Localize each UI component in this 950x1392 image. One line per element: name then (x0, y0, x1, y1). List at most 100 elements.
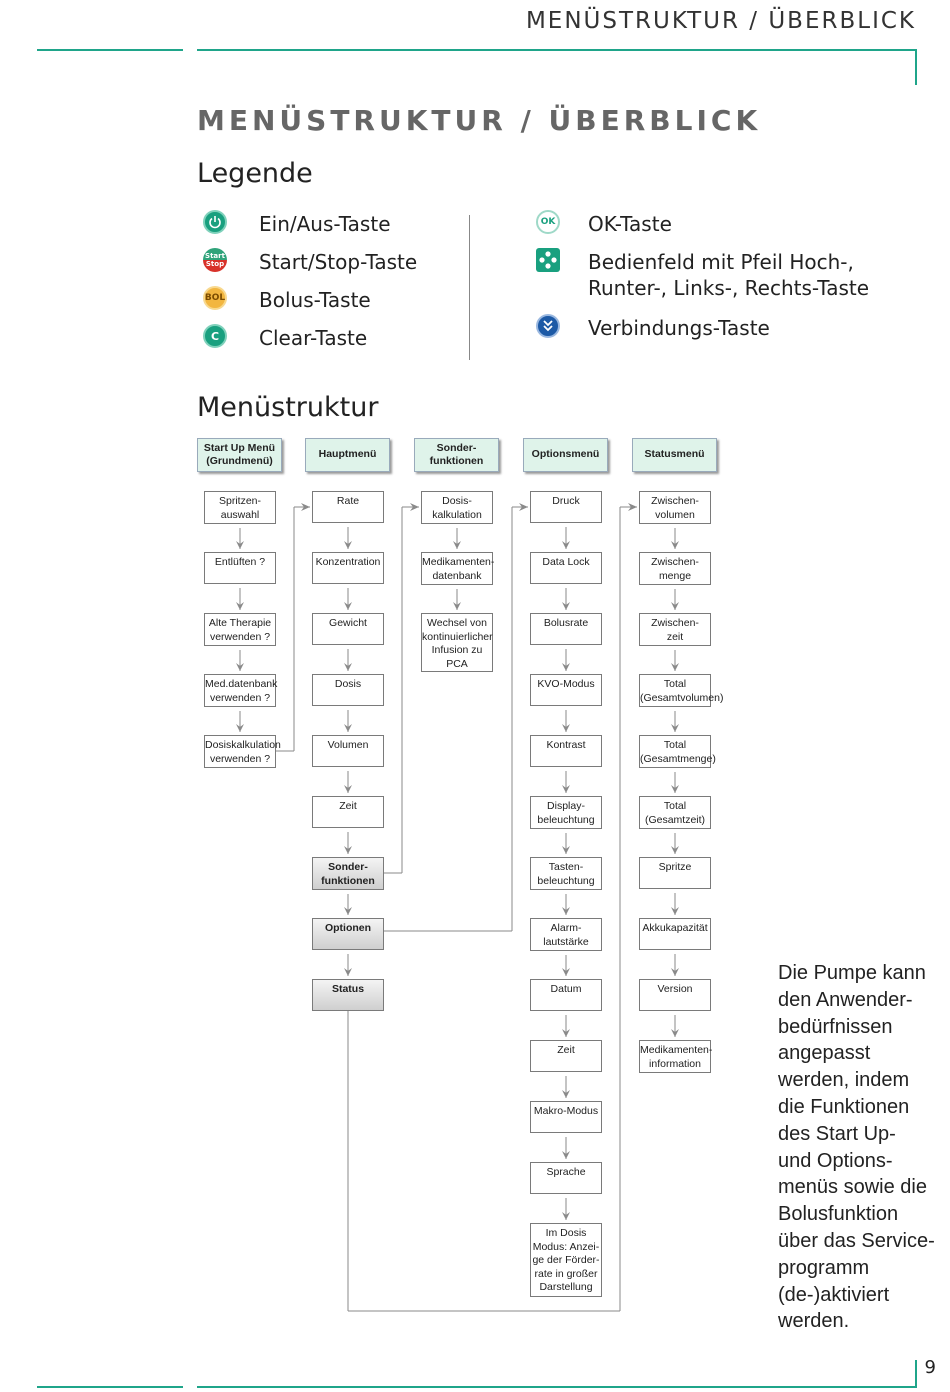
menu-item-box-text: Darstellung (539, 1281, 593, 1293)
side-note-line: menüs sowie die (778, 1176, 927, 1199)
menu-item-box: Akkukapazität (639, 918, 711, 950)
arrow-pad-icon (536, 248, 560, 272)
header-rule-left (37, 49, 183, 51)
menu-item-box-text: Infusion zu PCA (431, 644, 483, 670)
arrow-head (344, 724, 352, 732)
side-note-line: (de-)aktiviert (778, 1283, 890, 1306)
menu-item-box: Spritze (639, 857, 711, 889)
legend-heading: Legende (197, 158, 313, 189)
column-header-text: Start Up Menü (203, 441, 276, 454)
menu-item-box-text: ge der Förder- (532, 1254, 600, 1266)
menu-item-box-text: Spritze (658, 861, 692, 873)
menu-item-box-text: verwenden ? (209, 630, 271, 643)
menu-item-box: Spritzen-auswahl (204, 491, 276, 524)
menu-item-box-text: Zwischen- (651, 556, 699, 568)
menu-item-box-text: Sonder- (328, 861, 368, 873)
menu-item-box-text: Status (331, 983, 365, 995)
menu-item-box: Zwischen-menge (639, 552, 711, 585)
ok-icon: OK (536, 210, 560, 234)
arrow-head (236, 541, 244, 549)
arrow-head (562, 1151, 570, 1159)
menu-item-box-text: Spritzen- (218, 495, 261, 507)
arrow-head (562, 1212, 570, 1220)
menu-item-box-text: Medikamenten- (640, 1044, 713, 1056)
menu-item-box-text: beleuchtung (537, 813, 595, 826)
menu-item-box-text: Wechsel von (427, 617, 487, 629)
menu-item-box-text: Datum (550, 983, 582, 995)
arrow-head (562, 846, 570, 854)
menu-item-box-text: kalkulation (432, 508, 482, 521)
menu-item-box: Optionen (312, 918, 384, 950)
menu-item-box: Medikamenten-information (639, 1040, 713, 1073)
menu-item-box-text: verwenden ? (209, 691, 271, 704)
menu-item-box-text: Version (657, 983, 693, 995)
menu-item-box: Medikamenten-datenbank (421, 552, 494, 585)
column-header-text: Hauptmenü (318, 448, 377, 461)
legend-label-arrow-pad-line2: Runter-, Links-, Rechts-Taste (588, 276, 870, 300)
arrow-head (344, 541, 352, 549)
arrow-head (671, 968, 679, 976)
menu-item-box: Druck (530, 491, 602, 523)
side-note-line: des Start Up- (778, 1122, 896, 1145)
menu-item-box-text: Alarm- (550, 922, 582, 934)
connection-icon (536, 314, 560, 338)
menu-item-box: Zwischen-volumen (639, 491, 711, 524)
menu-item-box-text: Total (663, 800, 687, 812)
menu-item-box-text: verwenden ? (209, 752, 271, 765)
side-note-line: die Funktionen (778, 1095, 910, 1118)
start-stop-icon-text-start: Start (205, 252, 225, 260)
menu-item-box-text: Total (663, 678, 687, 690)
menu-item-box-text: Im Dosis (545, 1227, 587, 1239)
arrow-head (562, 1029, 570, 1037)
clear-icon: C (203, 324, 227, 348)
legend-label-connection: Verbindungs-Taste (588, 316, 770, 340)
arrow-head (344, 602, 352, 610)
arrow-head (344, 968, 352, 976)
running-header-title: MENÜSTRUKTUR / ÜBERBLICK (525, 8, 916, 34)
menu-item-box-text: information (649, 1057, 701, 1070)
arrow-head (344, 907, 352, 915)
menu-item-box-text: menge (658, 569, 692, 582)
arrow-head (628, 503, 637, 511)
start-stop-icon-text-stop: Stop (205, 260, 225, 268)
column-header: Start Up Menü(Grundmenü) (197, 438, 282, 472)
menu-item-box-text: datenbank (432, 569, 482, 582)
menu-item-box-text: Akkukapazität (642, 922, 708, 934)
legend-label-arrow-pad-line1: Bedienfeld mit Pfeil Hoch-, (588, 250, 854, 274)
arrow-head (562, 785, 570, 793)
arrow-head (453, 541, 461, 549)
menu-item-box-text: Dosis (334, 678, 362, 690)
arrow-head (562, 968, 570, 976)
menu-item-box: Dosis (312, 674, 384, 706)
start-stop-icon: Start Stop (203, 248, 227, 272)
header-rule-right (197, 49, 917, 51)
menu-item-box-text: beleuchtung (537, 874, 595, 887)
menu-item-box: Zwischen-zeit (639, 613, 711, 646)
menu-item-box: Gewicht (312, 613, 384, 645)
arrow-head (562, 602, 570, 610)
power-icon (203, 210, 227, 234)
menu-item-box-text: zeit (666, 630, 684, 643)
menu-item-box-text: Dosis- (442, 495, 472, 507)
column-header-text: funktionen (429, 455, 484, 467)
menu-item-box-text: (Gesamtzeit) (644, 813, 706, 826)
side-note-line: Die Pumpe kann (778, 962, 926, 984)
legend-label-power: Ein/Aus-Taste (259, 212, 391, 236)
arrow-head (562, 907, 570, 915)
column-header-text: Sonder- (436, 441, 477, 454)
menu-item-box: Display-beleuchtung (530, 796, 602, 829)
menu-item-box-text: auswahl (220, 508, 260, 521)
side-note-line: den Anwender- (778, 988, 913, 1011)
menu-item-box: Total(Gesamtmenge) (639, 735, 716, 768)
legend-label-bolus: Bolus-Taste (259, 288, 371, 312)
menu-item-box: Status (312, 979, 384, 1011)
arrow-head (562, 724, 570, 732)
arrow-head (562, 1090, 570, 1098)
side-note-line: programm (778, 1256, 870, 1279)
arrow-head (236, 724, 244, 732)
menu-item-box: Alarm-lautstärke (530, 918, 602, 951)
legend-item-bolus: BOL Bolus-Taste (203, 286, 371, 312)
